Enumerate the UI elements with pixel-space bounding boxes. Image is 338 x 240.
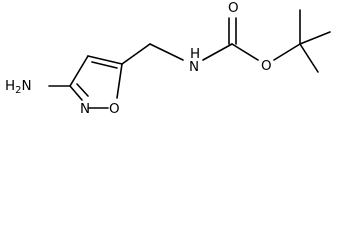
ester-oxygen-label: O <box>261 58 272 74</box>
bond-ch2-nh <box>149 43 184 61</box>
amino-label: H2N <box>5 78 32 96</box>
molecule-structure: H2N N O H N O O <box>5 0 331 117</box>
amide-nh-label: H N <box>189 46 200 75</box>
bond-tbu-methyl-right <box>299 31 331 45</box>
ester-oxygen-text: O <box>261 58 272 74</box>
bond-n2-c3 <box>69 85 83 101</box>
carbonyl-oxygen-text: O <box>228 0 239 16</box>
ring-oxygen-label: O <box>109 101 120 117</box>
bond-c4-c5-double <box>91 61 118 69</box>
amide-h-text: H <box>190 46 200 62</box>
bond-nh-carbonyl <box>202 43 233 61</box>
carbonyl-oxygen-label: O <box>228 0 239 16</box>
ring-oxygen-text: O <box>109 101 120 117</box>
amino-text: H2N <box>5 78 32 96</box>
bond-c3-c4 <box>69 55 89 87</box>
bond-n2-c3-double <box>76 83 89 97</box>
bond-c5-o1 <box>116 63 123 99</box>
bond-carbonyl-ester-o <box>231 43 259 61</box>
ring-nitrogen-text: N <box>80 101 90 117</box>
bond-tbu-methyl-bottom <box>299 43 319 73</box>
bond-c5-ch2 <box>121 43 151 65</box>
bond-ester-o-tbu <box>273 43 301 61</box>
amide-n-text: N <box>189 59 199 75</box>
bond-c4-c5 <box>87 55 123 65</box>
ring-nitrogen-label: N <box>80 101 90 117</box>
